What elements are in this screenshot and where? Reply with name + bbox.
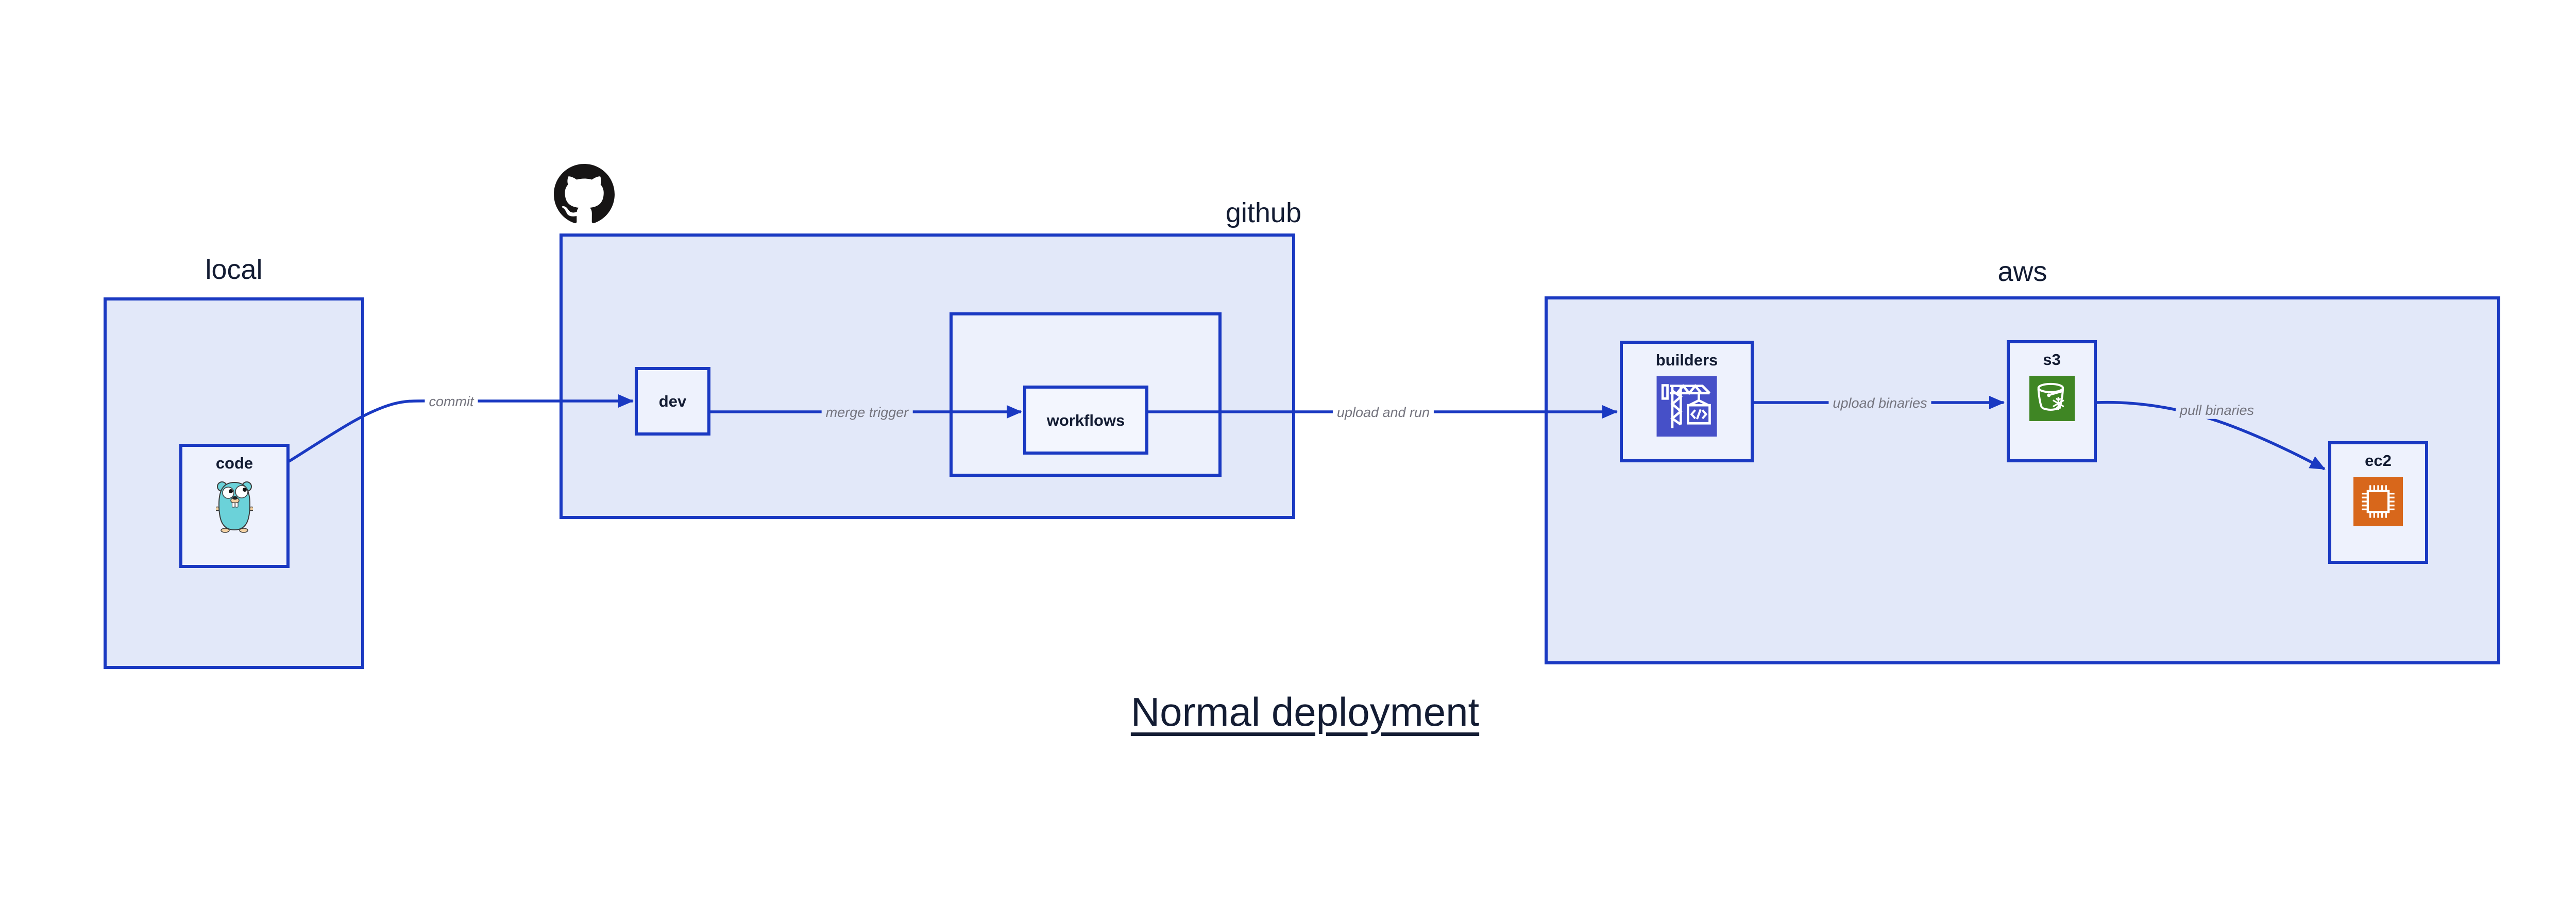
- group-label-local: local: [205, 254, 263, 285]
- edge-label-pull-binaries: pull binaries: [2175, 401, 2259, 420]
- group-label-aws: aws: [1997, 256, 2047, 287]
- github-octocat-icon: [554, 164, 615, 224]
- edge-label-upload-binaries: upload binaries: [1828, 394, 1931, 412]
- node-label-code: code: [215, 454, 253, 472]
- edge-label-upload-and-run: upload and run: [1332, 403, 1434, 422]
- node-dev: dev: [635, 367, 710, 436]
- node-workflows: workflows: [1023, 386, 1148, 455]
- edge-label-merge-trigger: merge trigger: [821, 403, 913, 422]
- node-s3: s3: [2007, 340, 2097, 462]
- edge-label-commit: commit: [425, 392, 478, 411]
- node-label-workflows: workflows: [1046, 411, 1125, 429]
- aws-s3-bucket-icon: [2029, 376, 2075, 421]
- aws-codebuild-icon: [1656, 376, 1717, 437]
- node-label-s3: s3: [2043, 350, 2061, 369]
- node-label-ec2: ec2: [2365, 452, 2392, 470]
- node-code: code: [179, 444, 290, 568]
- node-label-builders: builders: [1655, 351, 1718, 369]
- diagram-title: Normal deployment: [1130, 689, 1480, 734]
- go-gopher-icon: [216, 481, 253, 533]
- node-label-dev: dev: [658, 392, 687, 410]
- node-builders: builders: [1620, 341, 1754, 462]
- node-ec2: ec2: [2328, 441, 2428, 564]
- aws-ec2-chip-icon: [2353, 477, 2403, 526]
- group-label-github: github: [1225, 197, 1301, 228]
